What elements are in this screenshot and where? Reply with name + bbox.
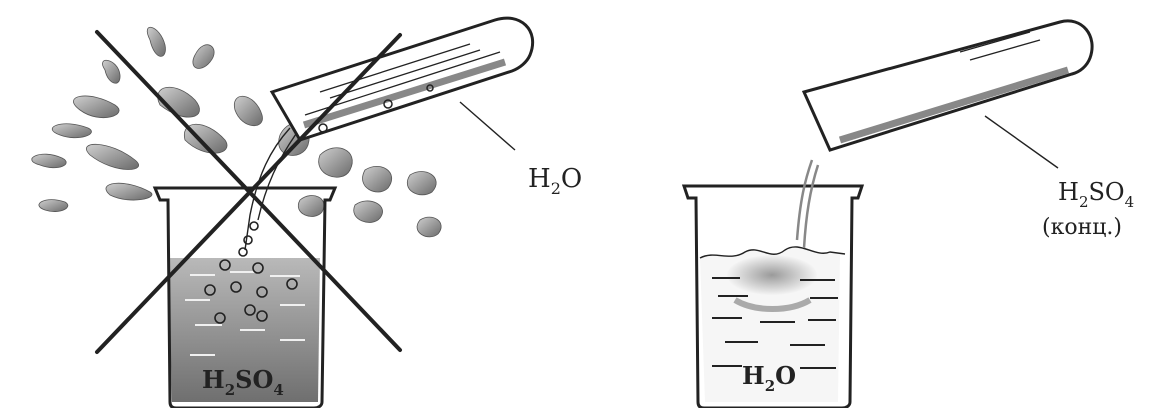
right-panel: H2SO4 (конц.) H2O [684,21,1134,408]
right-tube-label: H2SO4 [1058,178,1134,211]
acid-swirl [727,255,817,295]
left-panel: H2O H2SO4 [32,18,582,408]
left-tube-label: H2O [528,164,582,198]
left-test-tube [272,18,533,140]
right-stream [797,160,818,248]
right-test-tube [804,21,1092,150]
left-beaker-label: H2SO4 [202,365,284,399]
right-tube-note: (конц.) [1042,215,1122,240]
